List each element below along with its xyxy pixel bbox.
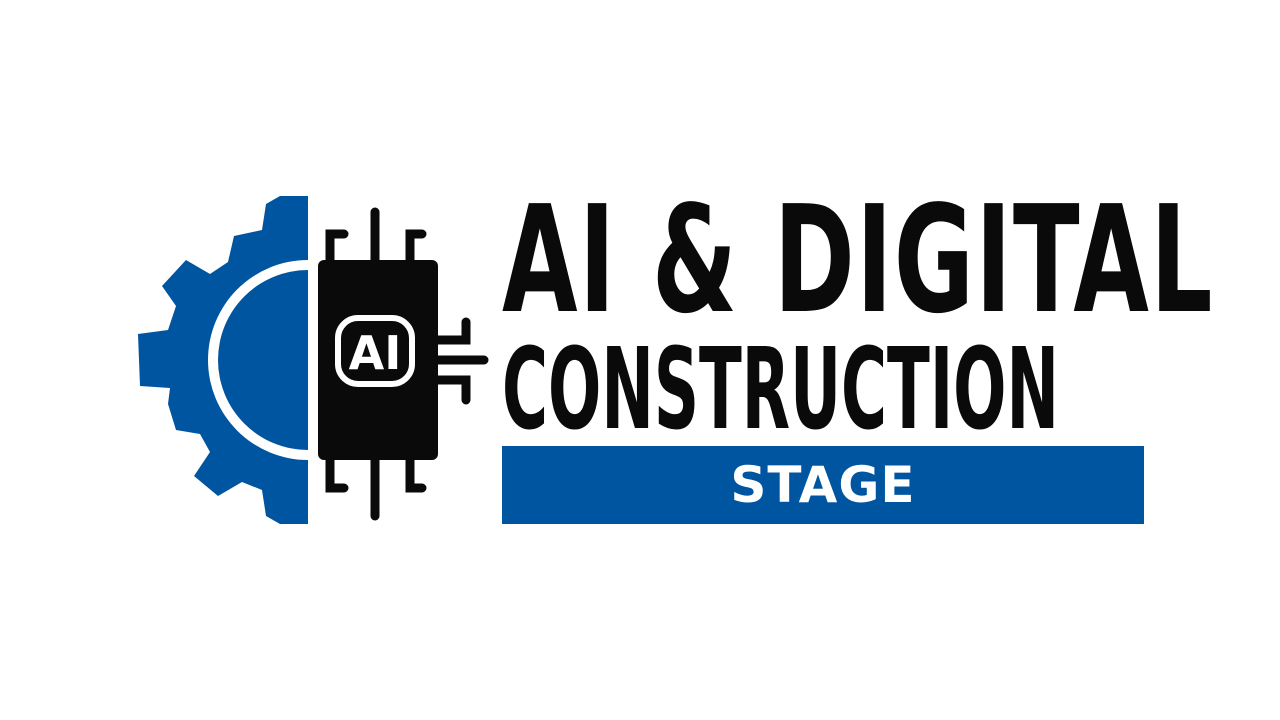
stage-label: STAGE <box>730 456 916 514</box>
emblem-ai-text: AI <box>349 326 402 380</box>
emblem: AI <box>138 196 489 524</box>
title-line-2: CONSTRUCTION <box>502 325 1059 455</box>
microchip-icon: AI <box>318 207 489 521</box>
title-line-1: AI & DIGITAL <box>502 174 1214 346</box>
gear-icon <box>138 196 308 524</box>
stage-banner: STAGE <box>502 446 1144 524</box>
